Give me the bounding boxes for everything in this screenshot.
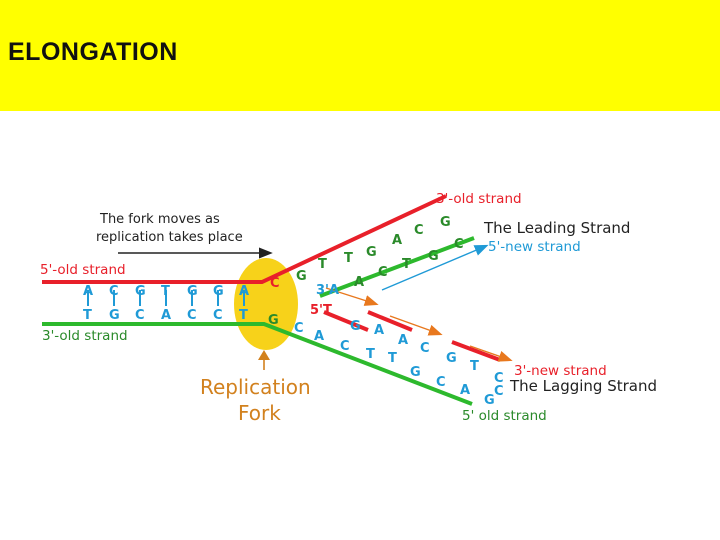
left_bottom_bases-3: A [161, 308, 171, 323]
left-top-strand-label: 5'-old strand [40, 262, 126, 278]
end-label-5t: 5'T [310, 303, 332, 318]
fork-moves-line-1: The fork moves as [99, 212, 220, 227]
lower_red_bases-5: T [470, 359, 479, 374]
upper_red_bases-1: T [318, 257, 327, 272]
leading-new-strand [319, 236, 475, 298]
lower-green-tail-base: C [494, 384, 504, 399]
replication-fork-label-line-1: Replication [200, 375, 311, 399]
left_bottom_bases-0: T [83, 308, 92, 323]
okazaki-fragment-2 [367, 310, 413, 332]
replication-fork-label-line-2: Fork [238, 401, 281, 425]
lower_red_bases-4: G [446, 351, 457, 366]
base-pair-rungs [87, 290, 245, 306]
top-old-strand [42, 194, 447, 284]
left_bottom_bases-2: C [135, 308, 145, 323]
upper_blue_bases-0: A [354, 275, 364, 290]
lower_red_bases-1: A [374, 323, 384, 338]
upper_blue_bases-1: C [378, 265, 388, 280]
leading-strand-label: The Leading Strand [483, 219, 630, 237]
lower_green_bases-6: C [436, 375, 446, 390]
primer-arrow-1 [325, 287, 379, 306]
upper_red_bases-0: G [296, 269, 307, 284]
leading-new-strand-label: 5'-new strand [488, 239, 581, 255]
left-bottom-strand-label: 3'-old strand [42, 328, 128, 344]
lower_green_bases-2: C [340, 339, 350, 354]
title-banner: ELONGATION [0, 0, 720, 111]
lower_green_bases-1: A [314, 329, 324, 344]
lagging-strand-label: The Lagging Strand [509, 377, 657, 395]
upper_blue_bases-2: T [402, 257, 411, 272]
okazaki-fragment-1 [323, 310, 369, 332]
upper_red_bases-4: A [392, 233, 402, 248]
bottom-old-strand-label: 5' old strand [462, 408, 547, 424]
lower_green_bases-5: G [410, 365, 421, 380]
left_top_bases-4: G [187, 284, 198, 299]
fork-bottom-base: G [268, 313, 279, 328]
leading-strand-blue-arrow [381, 244, 489, 291]
okazaki-fragment-3 [451, 340, 501, 362]
fork-moves-line-2: replication takes place [96, 230, 243, 245]
upper_blue_bases-4: C [454, 237, 464, 252]
fork-label-arrowhead [258, 350, 270, 360]
left_top_bases-1: C [109, 284, 119, 299]
left_top_bases-3: T [161, 284, 170, 299]
upper_red_bases-3: G [366, 245, 377, 260]
upper_red_bases-5: C [414, 223, 424, 238]
left_top_bases-2: G [135, 284, 146, 299]
lower_green_bases-4: T [388, 351, 397, 366]
bottom-old-strand [42, 322, 473, 406]
lagging-new-strand-label: 3'-new strand [514, 363, 607, 379]
primer-arrow-3 [469, 345, 513, 362]
left_top_bases-6: A [239, 284, 249, 299]
slide-title: ELONGATION [8, 38, 178, 66]
left_bottom_bases-5: C [213, 308, 223, 323]
left_bottom_bases-1: G [109, 308, 120, 323]
end-label-3a: 3'A [316, 283, 339, 298]
lower_red_bases-6: C [494, 371, 504, 386]
fork-top-base: C [270, 276, 280, 291]
upper_blue_bases-3: G [428, 249, 439, 264]
upper_red_bases-6: G [440, 215, 451, 230]
upper_red_bases-2: T [344, 251, 353, 266]
lower_green_bases-0: C [294, 321, 304, 336]
left_bottom_bases-6: T [239, 308, 248, 323]
lower_green_bases-3: T [366, 347, 375, 362]
primer-arrow-2 [389, 315, 443, 336]
lower_red_bases-2: A [398, 333, 408, 348]
lower_green_bases-8: G [484, 393, 495, 408]
left_top_bases-0: A [83, 284, 93, 299]
lower_red_bases-0: G [350, 319, 361, 334]
lower_red_bases-3: C [420, 341, 430, 356]
left_bottom_bases-4: C [187, 308, 197, 323]
left_top_bases-5: G [213, 284, 224, 299]
lower_green_bases-7: A [460, 383, 470, 398]
top-old-strand-label: 3'-old strand [436, 191, 522, 207]
